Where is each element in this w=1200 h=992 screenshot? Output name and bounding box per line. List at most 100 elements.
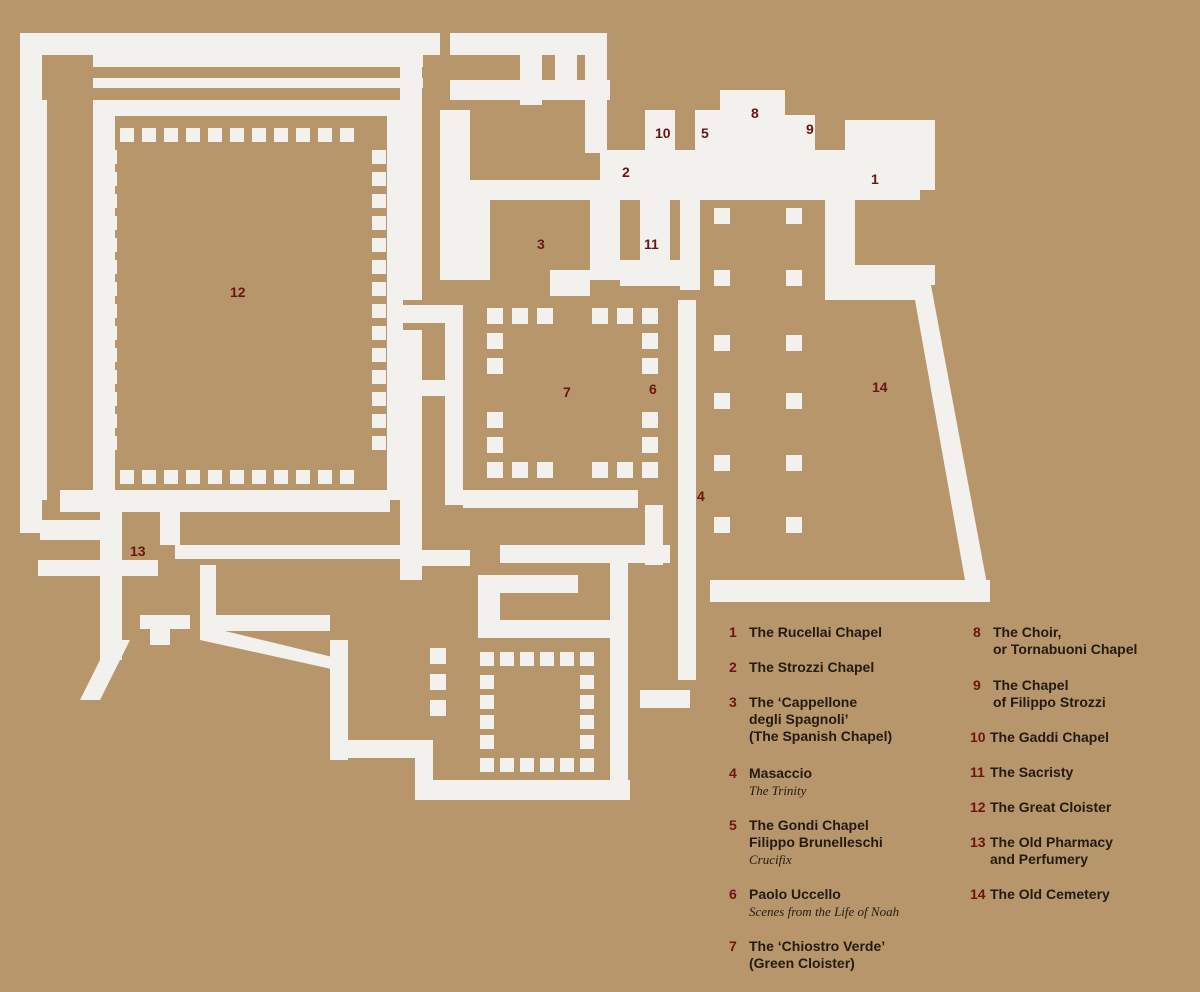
pillar [230, 470, 244, 484]
plan-label-8: 8 [751, 105, 759, 121]
legend-title: The Great Cloister [990, 799, 1112, 815]
pillar [103, 260, 117, 274]
pillar [487, 462, 503, 478]
pillar [430, 700, 446, 716]
pillar [372, 414, 386, 428]
pillar [786, 335, 802, 351]
legend-subtitle: The Trinity [749, 783, 807, 798]
pillar [103, 414, 117, 428]
pillar [580, 675, 594, 689]
pillar [480, 652, 494, 666]
pillar [786, 270, 802, 286]
plan-label-10: 10 [655, 125, 671, 141]
legend-number: 10 [970, 729, 986, 745]
pillar [714, 455, 730, 471]
pillar [480, 758, 494, 772]
plan-label-12: 12 [230, 284, 246, 300]
legend-number: 14 [970, 886, 986, 902]
legend-title: Paolo Uccello [749, 886, 841, 902]
pillar [540, 652, 554, 666]
pillar [372, 348, 386, 362]
pillar [142, 128, 156, 142]
pillar [520, 758, 534, 772]
plan-label-5: 5 [701, 125, 709, 141]
pillars [103, 128, 802, 772]
pillar [164, 128, 178, 142]
pillar [372, 260, 386, 274]
pillar [103, 326, 117, 340]
pillar [540, 758, 554, 772]
pillar [120, 128, 134, 142]
pillar [296, 128, 310, 142]
plan-label-2: 2 [622, 164, 630, 180]
pillar [252, 470, 266, 484]
pillar [372, 282, 386, 296]
pillar [103, 238, 117, 252]
legend-number: 6 [729, 886, 737, 902]
pillar [580, 735, 594, 749]
plan-label-13: 13 [130, 543, 146, 559]
plan-label-1: 1 [871, 171, 879, 187]
pillar [318, 470, 332, 484]
pillar [580, 715, 594, 729]
plan-label-7: 7 [563, 384, 571, 400]
plan-label-9: 9 [806, 121, 814, 137]
pillar [372, 392, 386, 406]
pillar [642, 437, 658, 453]
pillar [642, 333, 658, 349]
pillar [274, 128, 288, 142]
pillar [186, 470, 200, 484]
pillar [103, 194, 117, 208]
pillar [642, 462, 658, 478]
pillar [512, 308, 528, 324]
pillar [642, 308, 658, 324]
pillar [480, 675, 494, 689]
pillar [103, 370, 117, 384]
legend-title: The Choir, or Tornabuoni Chapel [993, 624, 1138, 657]
pillar [786, 393, 802, 409]
pillar [164, 470, 178, 484]
plan-label-6: 6 [649, 381, 657, 397]
legend-number: 1 [729, 624, 737, 640]
pillar [103, 392, 117, 406]
pillar [372, 370, 386, 384]
pillar [617, 308, 633, 324]
pillar [500, 758, 514, 772]
pillar [430, 674, 446, 690]
pillar [372, 150, 386, 164]
pillar [592, 308, 608, 324]
pillar [642, 358, 658, 374]
legend-title: The Chapel of Filippo Strozzi [993, 677, 1106, 710]
pillar [580, 758, 594, 772]
pillar [230, 128, 244, 142]
pillar [103, 172, 117, 186]
pillar [103, 216, 117, 230]
pillar [537, 308, 553, 324]
pillar [487, 437, 503, 453]
pillar [520, 652, 534, 666]
legend-title: The Gaddi Chapel [990, 729, 1110, 745]
pillar [296, 470, 310, 484]
pillar [372, 194, 386, 208]
plan-walls [20, 33, 990, 800]
legend-title: The ‘Cappellone degli Spagnoli’ (The Spa… [749, 694, 893, 744]
pillar [274, 470, 288, 484]
pillar [318, 128, 332, 142]
pillar [142, 470, 156, 484]
legend-number: 3 [729, 694, 737, 710]
pillar [208, 470, 222, 484]
pillar [580, 652, 594, 666]
pillar [480, 735, 494, 749]
pillar [580, 695, 594, 709]
pillar [372, 238, 386, 252]
pillar [714, 517, 730, 533]
legend-title: The Rucellai Chapel [749, 624, 883, 640]
pillar [786, 208, 802, 224]
pillar [617, 462, 633, 478]
legend-title: The Old Cemetery [990, 886, 1110, 902]
pillar [372, 304, 386, 318]
pillar [252, 128, 266, 142]
pillar [372, 326, 386, 340]
pillar [592, 462, 608, 478]
pillar [430, 648, 446, 664]
